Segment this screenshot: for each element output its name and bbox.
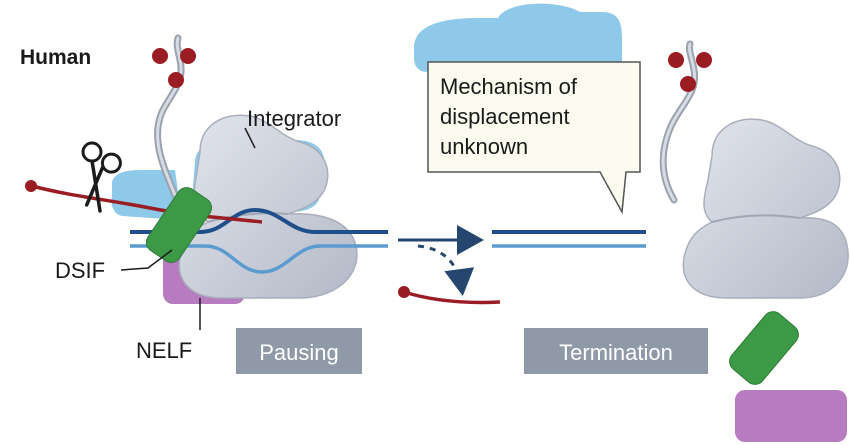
rna-polymerase-right bbox=[682, 118, 849, 299]
phosphate-dot bbox=[680, 76, 696, 92]
dna-strand-dark-left bbox=[130, 207, 388, 234]
integrator-lobe-left bbox=[111, 170, 182, 220]
terminated-complex bbox=[659, 40, 849, 442]
released-rna-cap bbox=[398, 286, 410, 298]
dsif-label: DSIF bbox=[55, 258, 105, 283]
callout-line-1: Mechanism of bbox=[440, 74, 578, 99]
released-rna bbox=[403, 290, 501, 305]
nelf-label: NELF bbox=[136, 338, 192, 363]
callout-bubble bbox=[427, 61, 641, 215]
rna-5prime-cap bbox=[25, 180, 37, 192]
pausing-tag bbox=[236, 328, 362, 374]
termination-label: Termination bbox=[559, 340, 673, 365]
phosphate-dot bbox=[180, 48, 196, 64]
phosphate-dot bbox=[152, 48, 168, 64]
callout-line-2: displacement bbox=[440, 104, 570, 129]
phosphate-dot bbox=[168, 72, 184, 88]
nascent-rna-left bbox=[31, 184, 263, 224]
callout-line-3: unknown bbox=[440, 134, 528, 159]
integrator-complex-displaced bbox=[414, 3, 622, 73]
phosphate-dot bbox=[668, 52, 684, 68]
scissors-icon bbox=[81, 141, 122, 213]
dsif-released bbox=[729, 311, 799, 385]
pausing-label: Pausing bbox=[259, 340, 339, 365]
integrator-leader-line bbox=[244, 127, 256, 149]
transition-arrows bbox=[398, 225, 501, 305]
dna-strand-light-left bbox=[130, 244, 388, 274]
dsif-leader-line bbox=[120, 249, 173, 271]
paused-complex bbox=[25, 34, 388, 330]
dsif-complex bbox=[145, 187, 213, 263]
nelf-released bbox=[735, 390, 847, 442]
phosphate-dot bbox=[696, 52, 712, 68]
integrator-label: Integrator bbox=[247, 106, 341, 131]
termination-tag bbox=[524, 328, 708, 374]
release-arrow bbox=[417, 244, 475, 296]
organism-label: Human bbox=[20, 46, 91, 69]
